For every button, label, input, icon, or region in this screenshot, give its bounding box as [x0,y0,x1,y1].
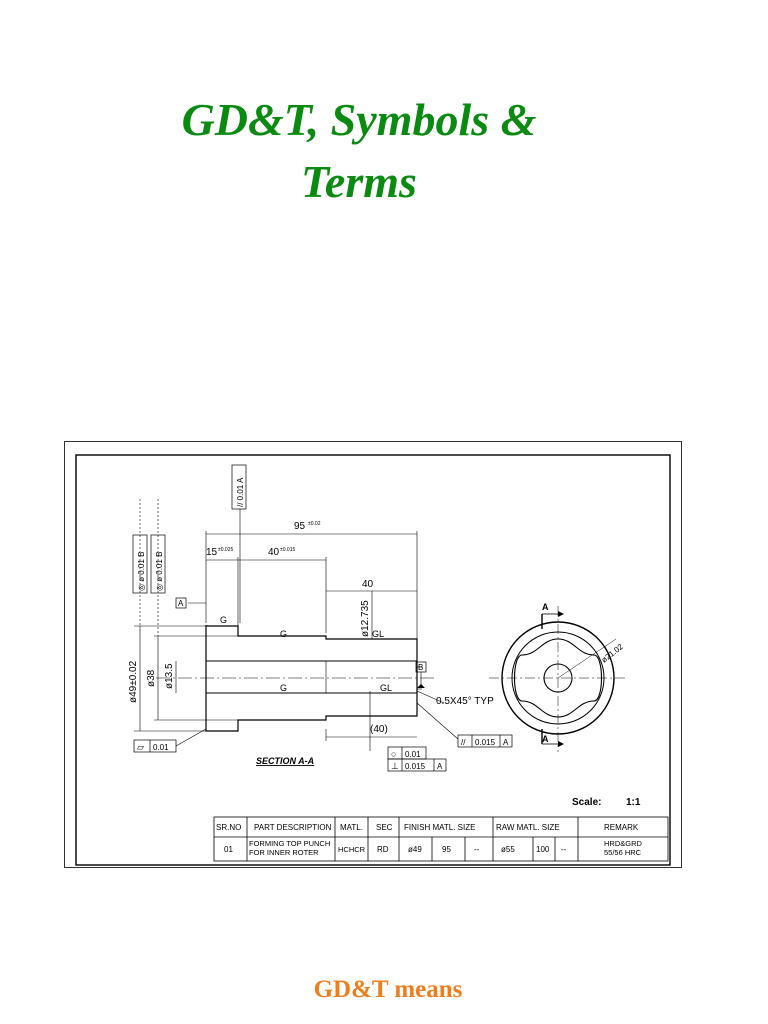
end-view [489,606,627,752]
fcf-circularity: ○ 0.01 [387,746,427,760]
svg-text:A: A [542,734,549,744]
dim-flange: 15 [206,547,218,558]
table-cell-raw-l: 100 [536,845,550,854]
table-header-matl: MATL. [340,823,363,832]
title-line-1: GD&T, Symbols & [181,94,537,145]
section-marker-top: A [541,602,564,629]
fcf-flatness: ▱ 0.01 [133,728,207,753]
grind-marks: G G G GL GL [220,615,392,693]
table-cell-desc-2: FOR INNER ROTER [249,848,319,857]
table-cell-matl: HCHCR [338,845,366,854]
dim-outer-dia: ø49±0.02 [128,660,139,703]
table-cell-fin-d: ø49 [408,845,422,854]
table-header-remark: REMARK [604,823,639,832]
datum-a: A [175,597,187,609]
dim-body-dia: ø38 [146,669,157,687]
datum-b: B [415,661,427,688]
section-label: SECTION A-A [256,756,314,766]
engineering-drawing: 95 ±0.02 15 ±0.025 40 ±0.015 40 (40) ø49… [64,441,682,868]
grind-mark-bore: G [280,683,287,693]
svg-text:◎ ø 0.01 B: ◎ ø 0.01 B [137,552,146,591]
grind-mark-tip-top: GL [372,629,384,639]
svg-text:// 0.01 A: // 0.01 A [236,477,245,507]
svg-text:0.015: 0.015 [405,762,426,771]
dim-tip-ref: (40) [370,724,388,735]
dim-bore-dia: ø13.5 [164,663,175,689]
svg-text:B: B [418,663,423,672]
table-cell-desc-1: FORMING TOP PUNCH [249,839,330,848]
dim-overall: 95 [294,521,306,532]
drawing-frame [64,441,682,868]
grind-mark-body-top: G [280,629,287,639]
dim-tip-dia: ø12.735 [360,600,371,637]
dim-chamfer: 0.5X45° TYP [436,696,494,707]
table-header-sec: SEC [376,823,393,832]
svg-text:⊥: ⊥ [391,761,399,771]
dim-tip: 40 [362,579,374,590]
svg-text:▱: ▱ [137,742,144,752]
svg-text:A: A [503,738,509,747]
svg-text:A: A [178,599,184,608]
table-cell-sec: RD [377,845,389,854]
svg-text:0.01: 0.01 [405,750,421,759]
svg-text:0.01: 0.01 [153,743,169,752]
dim-body-tol: ±0.015 [280,547,295,553]
table-header-finish: FINISH MATL. SIZE [404,823,475,832]
svg-text:◎ ø 0.01 B: ◎ ø 0.01 B [155,552,164,591]
fcf-concentric-2: ◎ ø 0.01 B [150,534,166,594]
svg-text:○: ○ [391,749,396,759]
parts-table: SR.NO PART DESCRIPTION MATL. SEC FINISH … [213,816,669,862]
fcf-perpendicularity: ⊥ 0.015 A [387,758,447,772]
scale-label: Scale: [572,797,601,808]
grind-mark-tip-bore: GL [380,683,392,693]
table-header-raw: RAW MATL. SIZE [496,823,560,832]
table-cell-fin-l: 95 [442,845,451,854]
dimension-lines [134,499,459,751]
table-cell-raw-d: ø55 [501,845,515,854]
table-cell-remark-1: HRD&GRD [604,839,643,848]
grind-mark-flange: G [220,615,227,625]
svg-text:A: A [542,602,549,612]
svg-text:0.015: 0.015 [475,738,496,747]
section-marker-bottom: A [541,729,564,747]
table-cell-raw-x: -- [561,845,567,854]
scale-value: 1:1 [626,797,641,808]
table-cell-srno: 01 [224,845,233,854]
table-cell-remark-2: 55/56 HRC [604,848,642,857]
table-header-desc: PART DESCRIPTION [254,823,332,832]
table-cell-fin-x: -- [474,845,480,854]
dim-flange-tol: ±0.025 [218,547,233,553]
fcf-parallel-top: // 0.01 A [231,464,247,510]
title-line-2: Terms [301,156,417,207]
fcf-parallel-side: // 0.015 A [457,734,513,748]
table-header-srno: SR.NO [216,823,241,832]
svg-text://: // [461,738,466,747]
footer-heading: GD&T means [313,976,463,1003]
dim-body: 40 [268,547,280,558]
svg-text:A: A [437,762,443,771]
dim-overall-tol: ±0.02 [308,521,321,527]
fcf-concentric-1: ◎ ø 0.01 B [132,534,148,594]
dimension-labels: 95 ±0.02 15 ±0.025 40 ±0.015 40 (40) ø49… [128,521,494,735]
